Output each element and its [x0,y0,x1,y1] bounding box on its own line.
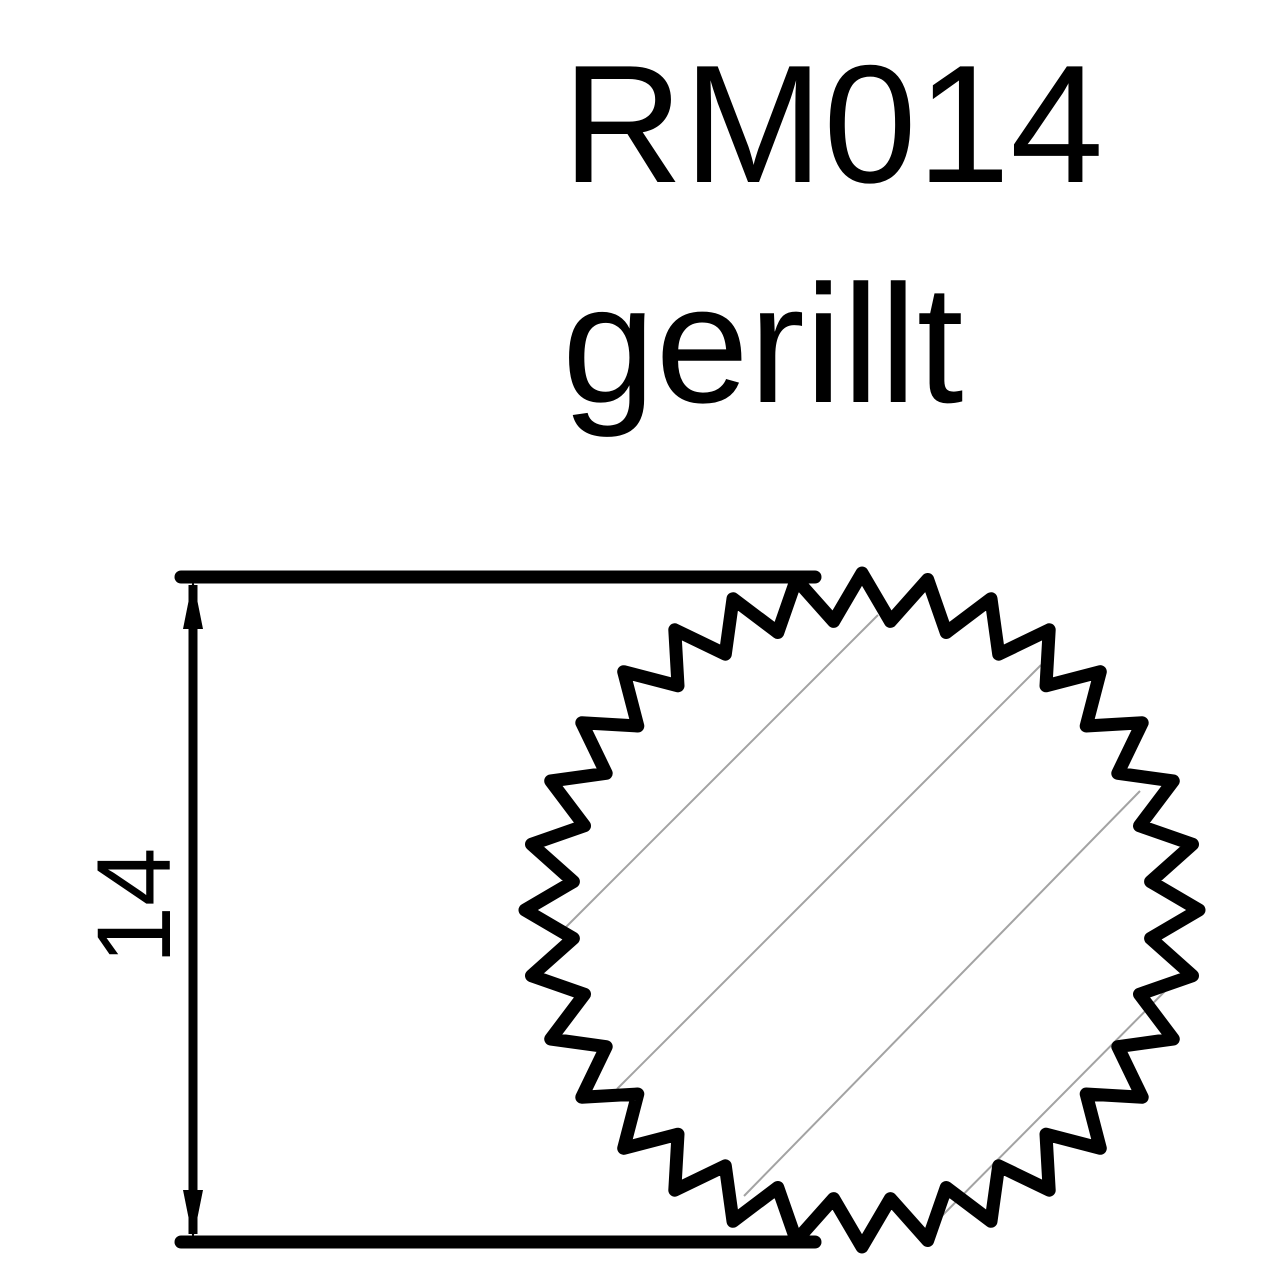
knurled-profile-outline [518,566,1206,1254]
hatch-line [563,614,879,930]
title-variant-label: gerillt [562,250,963,438]
dimension-arrow-up-icon [183,579,203,629]
hatch-line [743,790,1141,1197]
hatch-line [616,664,1042,1090]
dimension-arrow-down-icon [183,1190,203,1240]
hatch-lines-group [563,614,1185,1237]
dimension-value-label: 14 [76,848,193,965]
hatch-line [921,971,1185,1237]
title-part-code: RM014 [562,30,1104,218]
